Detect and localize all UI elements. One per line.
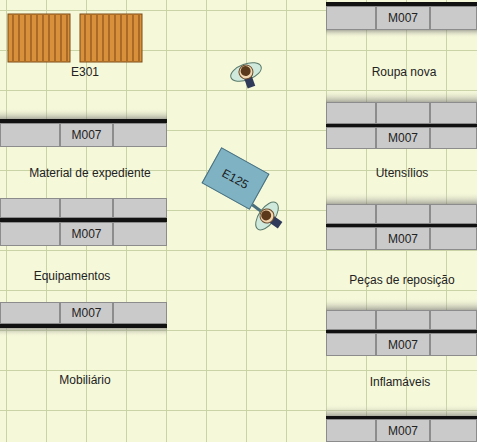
shelf-cell bbox=[327, 334, 376, 356]
shelf-code: M007 bbox=[376, 6, 430, 30]
shelf-cell bbox=[431, 103, 477, 124]
shelf-cell bbox=[61, 124, 113, 147]
shelf-cell bbox=[327, 103, 376, 124]
shelf-cell bbox=[377, 205, 430, 224]
shelf-cell bbox=[61, 223, 113, 246]
shelf-code: M007 bbox=[60, 302, 113, 324]
shelf-code: M007 bbox=[376, 227, 430, 250]
shelf-cell bbox=[114, 124, 167, 147]
shelf-code: M007 bbox=[376, 419, 430, 442]
shelf-shadow bbox=[326, 30, 477, 38]
shelf-code: M007 bbox=[60, 123, 113, 147]
cart-worker bbox=[251, 198, 289, 238]
shelf-cell bbox=[377, 228, 430, 250]
shelf-cell bbox=[431, 311, 477, 330]
node-text: M007 bbox=[71, 128, 101, 142]
pallets bbox=[8, 14, 142, 62]
shelf-cell bbox=[61, 199, 113, 218]
shelf-shadow bbox=[0, 108, 167, 119]
shelf-cell bbox=[431, 228, 477, 250]
pallet bbox=[80, 14, 142, 62]
zone-name: Mobiliário bbox=[59, 373, 110, 387]
zone-name: Peças de reposição bbox=[349, 273, 454, 287]
node-text: M007 bbox=[388, 11, 418, 25]
node-text: E125 bbox=[220, 166, 251, 192]
zone-name: Material de expediente bbox=[29, 166, 150, 180]
pallet-code: E301 bbox=[71, 65, 99, 79]
shelf-cell bbox=[1, 303, 60, 324]
shelf-cell bbox=[61, 303, 113, 324]
shelf-cell bbox=[377, 7, 430, 30]
shelf-cell bbox=[114, 223, 167, 246]
shelf-shadow bbox=[326, 192, 477, 204]
shelf-cell bbox=[377, 311, 430, 330]
zone-name: Utensílios bbox=[376, 166, 429, 180]
shelf-cell bbox=[114, 199, 167, 218]
node-text: M007 bbox=[71, 306, 101, 320]
shelf-code: M007 bbox=[60, 222, 113, 246]
shelf-code: M007 bbox=[376, 127, 430, 149]
shelf-cell bbox=[377, 420, 430, 442]
shelf-cell bbox=[327, 311, 376, 330]
shelf-cell bbox=[327, 205, 376, 224]
shelf-cell bbox=[114, 303, 167, 324]
shelf-cell bbox=[377, 103, 430, 124]
shelf-cell bbox=[327, 128, 376, 149]
pallet bbox=[8, 14, 70, 62]
shelf-code: M007 bbox=[376, 333, 430, 356]
shelf-cell bbox=[1, 199, 60, 218]
shelf-cell bbox=[1, 124, 60, 147]
node-text: M007 bbox=[388, 131, 418, 145]
shelf-cell bbox=[327, 228, 376, 250]
node-text: M007 bbox=[388, 338, 418, 352]
node-text: M007 bbox=[71, 227, 101, 241]
shelf-shadow bbox=[326, 90, 477, 102]
shelf-cell bbox=[431, 7, 477, 30]
shelf-cell bbox=[377, 334, 430, 356]
shelf-back bbox=[0, 324, 167, 328]
shelf-shadow bbox=[0, 328, 167, 337]
zone-name: Inflamáveis bbox=[370, 375, 431, 389]
zone-name: Roupa nova bbox=[372, 65, 437, 79]
shelf-cell bbox=[431, 128, 477, 149]
walking-worker bbox=[228, 59, 266, 92]
node-text: M007 bbox=[388, 424, 418, 438]
shelf-cell bbox=[431, 334, 477, 356]
shelf-cell bbox=[431, 205, 477, 224]
shelf-shadow bbox=[326, 298, 477, 310]
shelf-cell bbox=[431, 420, 477, 442]
zone-name: Equipamentos bbox=[34, 269, 111, 283]
shelf-cell bbox=[1, 223, 60, 246]
shelf-cell bbox=[327, 420, 376, 442]
node-text: M007 bbox=[388, 232, 418, 246]
shelf-cell bbox=[377, 128, 430, 149]
shelf-cell bbox=[327, 7, 376, 30]
shelf-shadow bbox=[326, 404, 477, 416]
